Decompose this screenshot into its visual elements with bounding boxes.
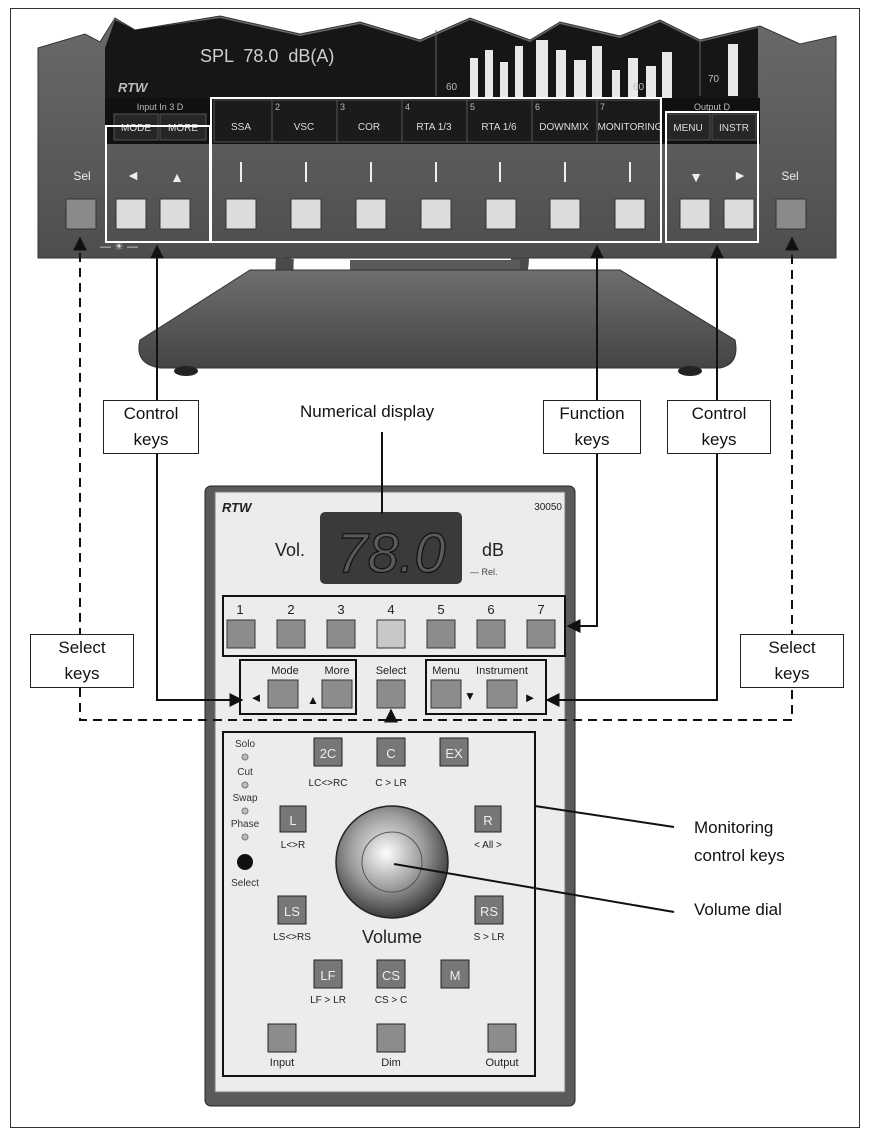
figure-frame bbox=[10, 8, 860, 1128]
